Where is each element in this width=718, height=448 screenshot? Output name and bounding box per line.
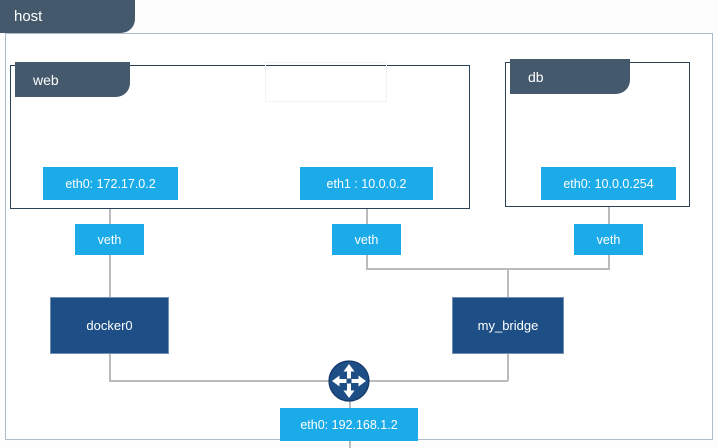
bridge-docker0-label: docker0 (86, 318, 133, 333)
router-icon-svg (328, 360, 370, 402)
interface-web-eth1-label: eth1 : 10.0.0.2 (326, 176, 407, 191)
veth-2-label: veth (354, 232, 379, 247)
link-veth2-drop (366, 254, 368, 269)
namespace-web-label-tab: web (15, 62, 130, 97)
veth-1-label: veth (97, 232, 122, 247)
link-web-eth1-to-veth2 (366, 199, 368, 225)
link-veth3-drop (608, 254, 610, 269)
router-icon[interactable] (327, 359, 371, 403)
link-router-bus (109, 380, 508, 382)
veth-1[interactable]: veth (75, 224, 144, 255)
interface-web-eth0-label: eth0: 172.17.0.2 (65, 176, 156, 191)
interface-db-eth0-label: eth0: 10.0.0.254 (563, 176, 654, 191)
veth-3-label: veth (596, 232, 621, 247)
namespace-web-label: web (33, 71, 59, 88)
namespace-db-label-tab: db (510, 59, 630, 94)
link-bus-to-my-bridge (507, 268, 509, 298)
bridge-my-bridge[interactable]: my_bridge (452, 297, 564, 354)
interface-host-eth0-label: eth0: 192.168.1.2 (300, 417, 398, 432)
bridge-docker0[interactable]: docker0 (50, 297, 169, 354)
interface-web-eth1[interactable]: eth1 : 10.0.0.2 (300, 167, 433, 200)
veth-2[interactable]: veth (332, 224, 401, 255)
host-label-tab: host (0, 0, 135, 33)
interface-db-eth0[interactable]: eth0: 10.0.0.254 (541, 167, 676, 200)
interface-web-eth0[interactable]: eth0: 172.17.0.2 (43, 167, 178, 200)
link-web-eth0-to-veth1 (109, 199, 111, 225)
link-my-bridge-drop (507, 353, 509, 381)
bridge-my-bridge-label: my_bridge (477, 318, 539, 333)
link-docker0-drop (109, 353, 111, 381)
link-host-eth0-downlink (349, 438, 351, 448)
link-veth1-to-docker0 (109, 254, 111, 298)
veth-3[interactable]: veth (574, 224, 643, 255)
link-bridge-bus (366, 268, 610, 270)
empty-placeholder-box (265, 62, 387, 102)
link-db-eth0-to-veth3 (608, 199, 610, 225)
namespace-db-label: db (528, 68, 544, 85)
interface-host-eth0[interactable]: eth0: 192.168.1.2 (280, 408, 418, 441)
